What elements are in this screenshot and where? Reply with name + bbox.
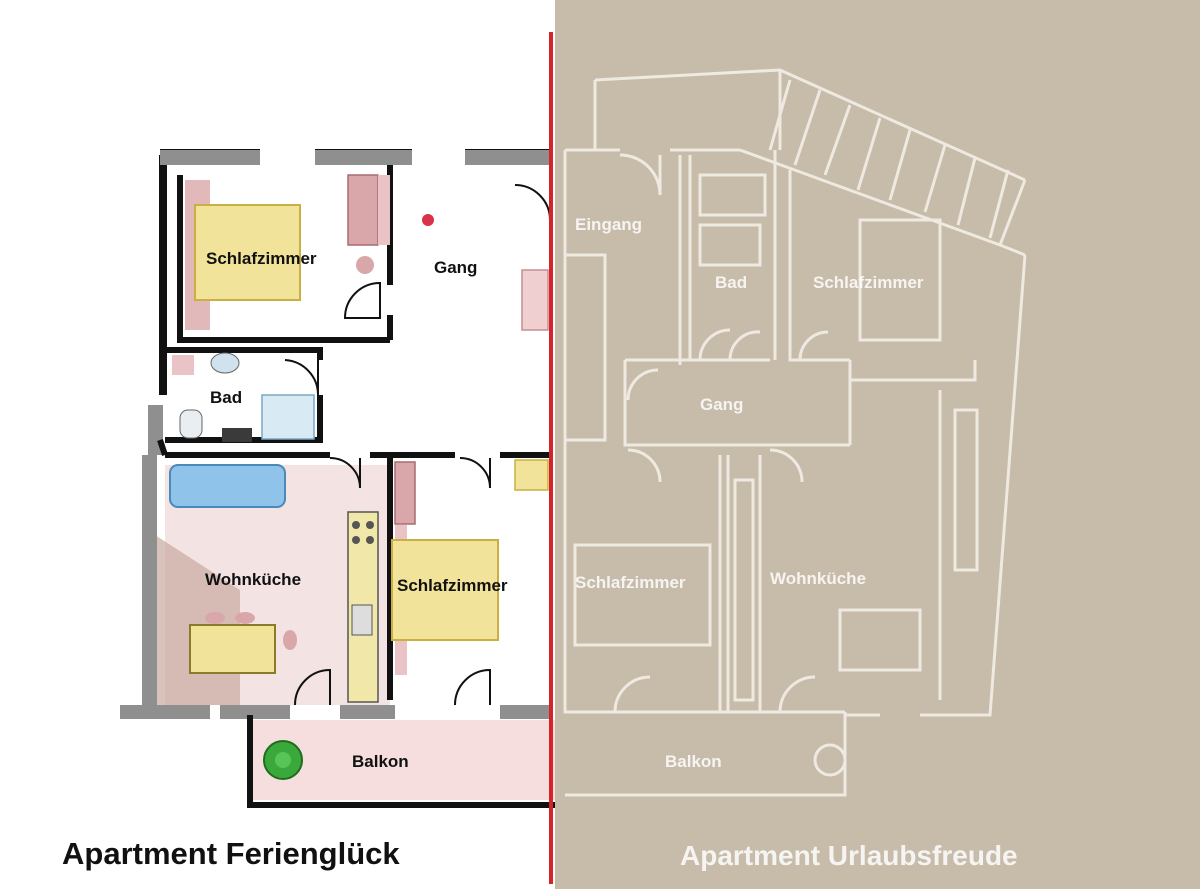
- floor-plan-urlaubsfreude: Eingang Bad Schlafzimmer Gang Schlafzimm…: [555, 0, 1200, 889]
- label-wohnkueche: Wohnküche: [205, 570, 301, 589]
- label-schlafzimmer-2: Schlafzimmer: [397, 576, 508, 595]
- wall-segments: [120, 150, 552, 719]
- slippers: [422, 214, 434, 226]
- gang-shelf: [521, 269, 549, 331]
- wardrobe-1: [347, 174, 379, 246]
- sketch-walls: [563, 68, 1027, 797]
- bad-radiator: [222, 428, 252, 442]
- chair-1: [356, 256, 374, 274]
- wardrobe-1-side: [378, 175, 390, 245]
- label-schlafzimmer-1: Schlafzimmer: [206, 249, 317, 268]
- label-bad: Bad: [210, 388, 242, 407]
- double-bed-2: [391, 539, 499, 641]
- floor-plan-ferienglueck: Schlafzimmer Gang Bad Wohnküche Schlafzi…: [0, 0, 555, 889]
- nightstand: [514, 459, 549, 491]
- label-balkon: Balkon: [352, 752, 409, 771]
- label-bad-right: Bad: [715, 273, 747, 292]
- toilet: [179, 409, 203, 439]
- floor-plan-urlaubsfreude-drawing: Eingang Bad Schlafzimmer Gang Schlafzimm…: [563, 68, 1027, 797]
- wardrobe-2: [394, 461, 416, 525]
- interior-walls: [157, 165, 555, 808]
- dining-table: [189, 624, 276, 674]
- title-apartment-ferienglueck: Apartment Ferienglück: [62, 836, 400, 871]
- kitchen-sink: [351, 604, 373, 636]
- label-gang-right: Gang: [700, 395, 743, 414]
- floor-plan-ferienglueck-drawing: Schlafzimmer Gang Bad Wohnküche Schlafzi…: [120, 149, 555, 808]
- label-eingang: Eingang: [575, 215, 642, 234]
- label-schlafzimmer-right-1: Schlafzimmer: [813, 273, 924, 292]
- label-gang: Gang: [434, 258, 477, 277]
- double-bed-1: [194, 204, 301, 301]
- bad-cabinet: [172, 355, 194, 375]
- label-wohnkueche-right: Wohnküche: [770, 569, 866, 588]
- sofa: [169, 464, 286, 508]
- label-balkon-right: Balkon: [665, 752, 722, 771]
- shower: [261, 394, 315, 440]
- label-schlafzimmer-right-2: Schlafzimmer: [575, 573, 686, 592]
- title-apartment-urlaubsfreude: Apartment Urlaubsfreude: [680, 840, 1018, 871]
- sink: [210, 352, 240, 374]
- red-divider-line: [549, 32, 553, 884]
